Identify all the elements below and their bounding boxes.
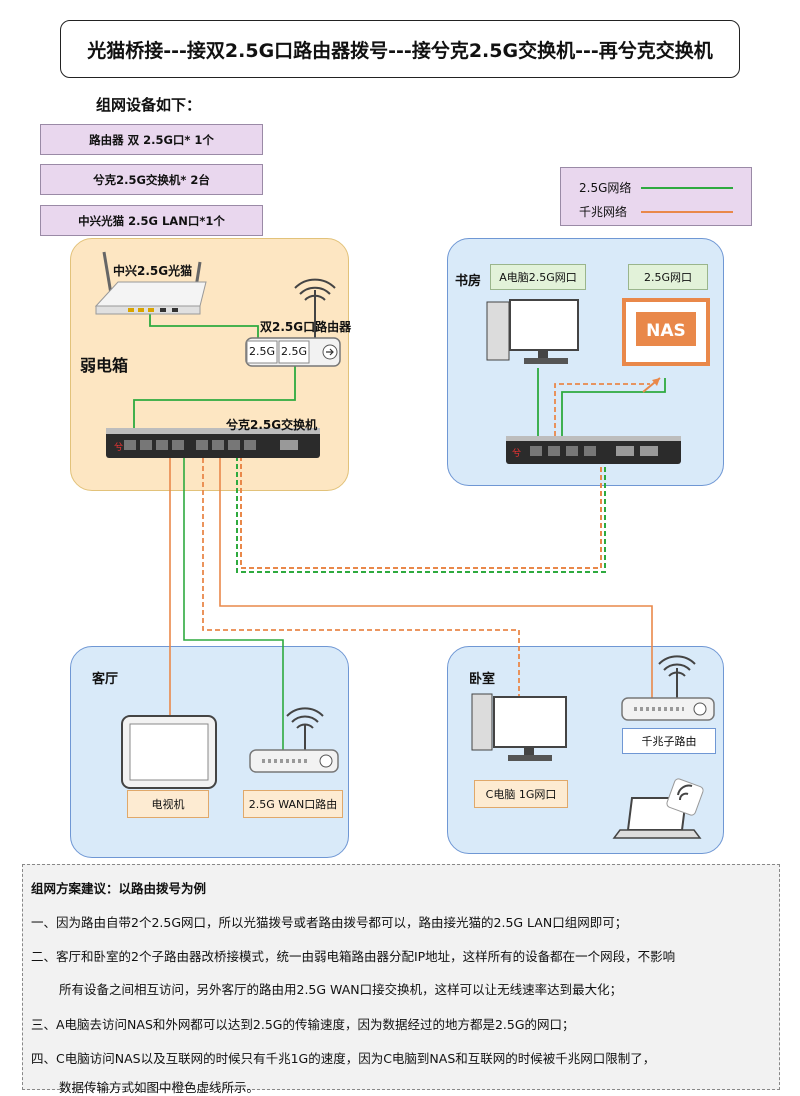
network-switch-icon: 兮 <box>106 428 320 458</box>
wifi-icon <box>666 778 704 816</box>
pc-c-port-label: C电脑 1G网口 <box>474 780 568 808</box>
router-icon <box>245 278 341 367</box>
note-line: 所有设备之间相互访问，另外客厅的路由用2.5G WAN口接交换机，这样可以让无线… <box>59 982 623 997</box>
nas-text: NAS <box>646 321 686 341</box>
note-line: 三、A电脑去访问NAS和外网都可以达到2.5G的传输速度，因为数据经过的地方都是… <box>31 1017 575 1032</box>
svg-text:兮: 兮 <box>512 447 521 459</box>
router-icon <box>621 655 715 721</box>
pc-a-port-label: A电脑2.5G网口 <box>490 264 586 290</box>
fiber-modem-icon <box>94 251 207 315</box>
bedroom-router-label: 千兆子路由 <box>622 728 716 754</box>
router-icon <box>249 707 339 773</box>
modem-label: 中兴2.5G光猫 <box>113 264 193 278</box>
router-port-label: 2.5G <box>249 345 276 358</box>
cable-switch-bedroom-router <box>219 458 653 698</box>
desktop-computer-icon <box>486 299 579 364</box>
tv-icon <box>121 715 217 789</box>
cable-switch-living-router <box>183 458 284 750</box>
nas-port-label: 2.5G网口 <box>628 264 708 290</box>
legend-item-2-5g: 2.5G网络 <box>579 181 632 195</box>
network-switch-icon: 兮 <box>506 436 681 464</box>
cable-router-switch <box>133 366 296 428</box>
tv-label: 电视机 <box>127 790 209 818</box>
room-bedroom-label: 卧室 <box>469 672 496 687</box>
cable-modem-router <box>149 312 259 340</box>
cable-switch-study-green <box>236 448 606 573</box>
legend-line-2-5g <box>641 187 733 189</box>
note-line: 数据传输方式如图中橙色虚线所示。 <box>59 1080 260 1095</box>
nas-arrowhead <box>652 378 660 386</box>
legend-line-1g <box>641 211 733 213</box>
desktop-computer-icon <box>471 693 567 761</box>
room-study-label: 书房 <box>455 274 482 289</box>
router-label: 双2.5G口路由器 <box>260 320 352 334</box>
living-router-label: 2.5G WAN口路由 <box>243 790 343 818</box>
device-item: 兮克2.5G交换机* 2台 <box>40 164 263 195</box>
room-weak-box-label: 弱电箱 <box>80 356 129 375</box>
room-living-label: 客厅 <box>92 672 119 687</box>
legend: 2.5G网络 千兆网络 <box>560 167 752 226</box>
cable-switch-study-orange <box>240 448 602 569</box>
cable-nas-path-orange <box>554 383 650 436</box>
device-item: 中兴光猫 2.5G LAN口*1个 <box>40 205 263 236</box>
note-line: 二、客厅和卧室的2个子路由器改桥接模式，统一由弱电箱路由器分配IP地址，这样所有… <box>31 949 676 964</box>
notes-heading: 组网方案建议：以路由拨号为例 <box>31 881 207 896</box>
device-list-heading: 组网设备如下： <box>96 96 202 114</box>
note-line: 一、因为路由自带2个2.5G网口，所以光猫拨号或者路由拨号都可以，路由接光猫的2… <box>31 915 628 930</box>
switch-label: 兮克2.5G交换机 <box>226 418 318 432</box>
cable-switch-bedroom-pc <box>202 458 520 697</box>
device-item: 路由器 双 2.5G口* 1个 <box>40 124 263 155</box>
router-port-label: 2.5G <box>281 345 308 358</box>
notes-panel: 组网方案建议：以路由拨号为例 一、因为路由自带2个2.5G网口，所以光猫拨号或者… <box>22 864 780 1095</box>
svg-text:兮: 兮 <box>114 441 123 453</box>
nas-icon: NAS <box>622 298 710 366</box>
diagram-title: 光猫桥接---接双2.5G口路由器拨号---接兮克2.5G交换机---再兮克交换… <box>60 20 740 78</box>
note-line: 四、C电脑访问NAS以及互联网的时候只有千兆1G的速度，因为C电脑到NAS和互联… <box>31 1051 656 1066</box>
legend-item-1g: 千兆网络 <box>579 205 628 219</box>
cable-nas-switch <box>561 378 666 436</box>
